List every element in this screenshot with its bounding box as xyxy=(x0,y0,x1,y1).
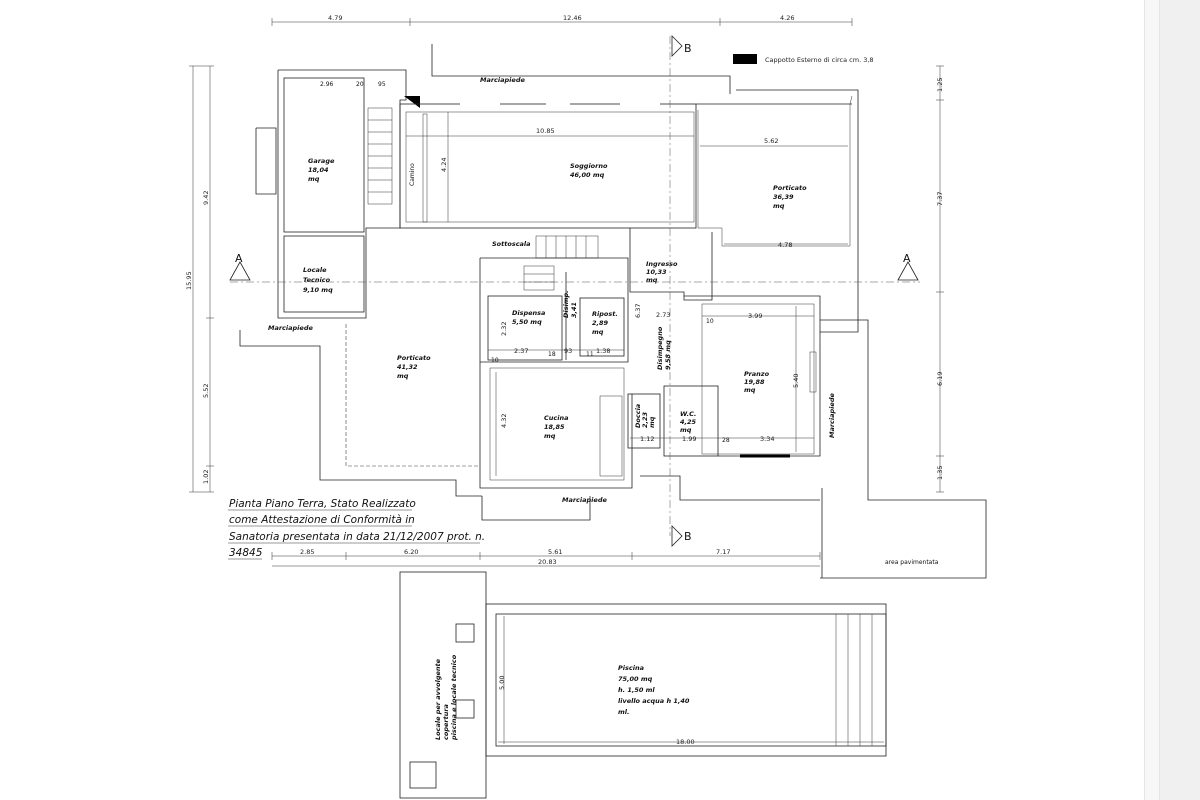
dim-piscina-w: 18.00 xyxy=(676,738,695,746)
dim-right-4: 1.35 xyxy=(936,466,944,480)
room-garage: Garage 18,04 mq xyxy=(308,157,337,183)
dim-wc-2: 1.99 xyxy=(682,435,696,443)
room-pranzo: Pranzo 19,88 mq xyxy=(744,370,771,394)
dim-left-total: 15.95 xyxy=(185,271,193,290)
room-disimp-small: Disimp. 3,41 xyxy=(562,288,578,318)
label-marciapiede-left: Marciapiede xyxy=(268,324,313,332)
dim-bottom-2: 6.20 xyxy=(404,548,418,556)
legend: Cappotto Esterno di circa cm. 3,8 xyxy=(733,54,874,64)
room-piscina: Piscina 75,00 mq h. 1,50 ml livello acqu… xyxy=(618,664,692,716)
room-locale-avvolgente: Locale per avvolgente copertura piscina … xyxy=(434,654,458,741)
building-walls xyxy=(277,69,852,489)
dim-wc-3: 28 xyxy=(722,437,730,444)
dim-top-1: 4.79 xyxy=(328,14,342,22)
dim-right-1: 1.25 xyxy=(936,78,944,92)
pool-area: 18.00 5.00 xyxy=(399,571,887,799)
dim-ingresso-d: 6.37 xyxy=(634,304,642,318)
room-doccia: Doccia 2,23 mq xyxy=(634,402,656,428)
label-area-pavimentata: area pavimentata xyxy=(885,559,939,566)
section-marker-a-left: A xyxy=(235,252,243,265)
dim-right-2: 7.37 xyxy=(936,192,944,206)
dim-porticato-inner: 4.78 xyxy=(778,241,792,249)
dim-bottom-3: 5.61 xyxy=(548,548,562,556)
label-marciapiede-top: Marciapiede xyxy=(480,76,525,84)
dim-pranzo-10: 10 xyxy=(706,318,714,325)
floor-plan-drawing: Cappotto Esterno di circa cm. 3,8 4.79 1… xyxy=(185,14,987,799)
dim-left-2: 5.52 xyxy=(202,384,210,398)
section-marker-a-right: A xyxy=(903,252,911,265)
garage-stairs xyxy=(367,107,393,205)
room-labels: Garage 18,04 mq Soggiorno 46,00 mq Porti… xyxy=(303,157,809,741)
dim-dispensa-d: 2.32 xyxy=(500,322,508,336)
label-marciapiede-bottom: Marciapiede xyxy=(562,496,607,504)
misc-labels: Marciapiede Marciapiede Marciapiede Marc… xyxy=(268,76,939,566)
right-dimensions: 1.25 7.37 6.19 1.35 xyxy=(936,65,944,493)
label-sottoscala: Sottoscala xyxy=(492,240,531,248)
dim-bottom-1: 2.85 xyxy=(300,548,314,556)
dim-bottom-total: 20.83 xyxy=(538,558,557,566)
dim-disp-2: 2.37 xyxy=(514,347,528,355)
dim-wc-1: 1.12 xyxy=(640,435,654,443)
room-soggiorno: Soggiorno 46,00 mq xyxy=(570,162,610,179)
dim-pranzo-d: 5.40 xyxy=(792,374,800,388)
scrollbar-thumb[interactable] xyxy=(1144,0,1160,800)
room-disimpegno: Disimpegno 9,58 mq xyxy=(656,324,672,370)
interior-dimensions: 2.96 20 95 10.85 4.24 5.62 4.78 2.73 6.3… xyxy=(320,81,848,476)
dim-cucina-d: 4.32 xyxy=(500,414,508,428)
room-ingresso: Ingresso 10,33 mq xyxy=(646,260,680,284)
room-wc: W.C. 4,25 mq xyxy=(680,410,699,434)
dim-right-3: 6.19 xyxy=(936,372,944,386)
title-line-4: 34845 xyxy=(229,547,263,559)
dim-bottom-4: 7.17 xyxy=(716,548,730,556)
dim-garage-3: 95 xyxy=(378,81,386,88)
title-line-1: Pianta Piano Terra, Stato Realizzato xyxy=(229,498,416,510)
legend-text: Cappotto Esterno di circa cm. 3,8 xyxy=(765,56,874,64)
dim-left-1: 9.42 xyxy=(202,191,210,205)
bottom-dimensions: 2.85 6.20 5.61 7.17 20.83 xyxy=(271,548,821,567)
dim-disp-6: 1.38 xyxy=(596,347,610,355)
room-locale-tecnico: Locale Tecnico 9,10 mq xyxy=(303,266,333,294)
title-line-3: Sanatoria presentata in data 21/12/2007 … xyxy=(229,531,485,543)
room-cucina: Cucina 18,85 mq xyxy=(544,414,571,440)
dim-disp-5: 11 xyxy=(586,351,594,358)
title-block: Pianta Piano Terra, Stato Realizzato com… xyxy=(228,498,485,560)
dim-piscina-d: 5.00 xyxy=(498,676,506,690)
left-dimensions: 15.95 9.42 5.52 1.02 xyxy=(185,65,214,493)
dim-porticato-w: 5.62 xyxy=(764,137,778,145)
dim-top-3: 4.26 xyxy=(780,14,794,22)
room-dispensa: Dispensa 5,50 mq xyxy=(512,309,548,326)
scrollbar-track[interactable] xyxy=(1153,0,1200,800)
dim-wc-4: 3.34 xyxy=(760,435,774,443)
label-marciapiede-right: Marciapiede xyxy=(828,393,836,438)
room-ripost: Ripost. 2,89 mq xyxy=(592,310,620,336)
dim-disp-1: 10 xyxy=(491,357,499,364)
dim-left-3: 1.02 xyxy=(202,470,210,484)
section-lines: A A B B xyxy=(229,35,920,547)
dim-disp-3: 18 xyxy=(548,351,556,358)
label-camino: Camino xyxy=(409,163,416,186)
top-dimensions: 4.79 12.46 4.26 xyxy=(271,14,853,26)
dim-ingresso-w: 2.73 xyxy=(656,311,670,319)
dim-soggiorno-w: 10.85 xyxy=(536,127,555,135)
dim-top-2: 12.46 xyxy=(563,14,582,22)
room-porticato-left: Porticato 41,32 mq xyxy=(397,354,433,380)
dim-soggiorno-d: 4.24 xyxy=(440,158,448,172)
dim-pranzo-w: 3.99 xyxy=(748,312,762,320)
title-line-2: come Attestazione di Conformità in xyxy=(229,514,415,526)
dim-garage-1: 2.96 xyxy=(320,81,334,88)
section-marker-b-bottom: B xyxy=(684,530,692,543)
dim-disp-4: 93 xyxy=(564,347,572,355)
section-marker-b-top: B xyxy=(684,42,692,55)
room-porticato-right: Porticato 36,39 mq xyxy=(773,184,809,210)
dim-garage-2: 20 xyxy=(356,81,364,88)
legend-swatch xyxy=(733,54,757,64)
